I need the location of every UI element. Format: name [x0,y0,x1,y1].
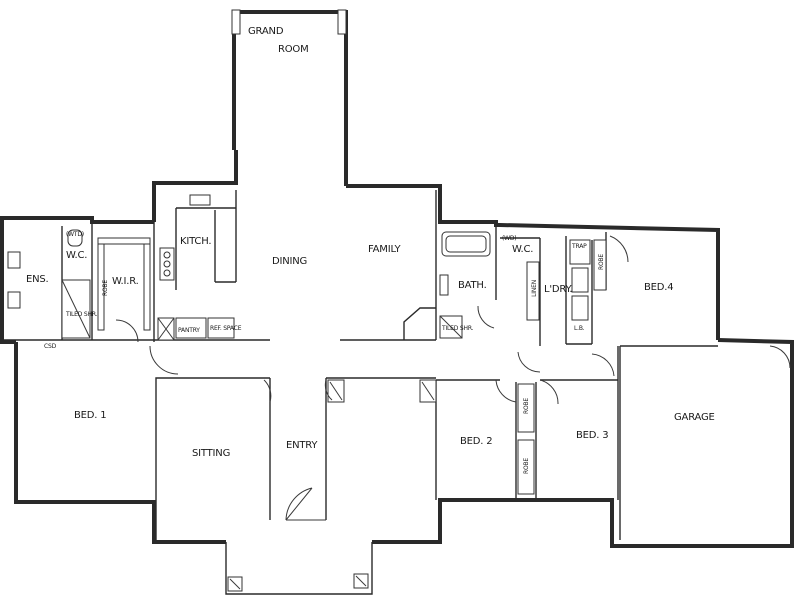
room-label-family: FAMILY [368,244,401,255]
bed1-walls [14,342,226,544]
fixture-label-trap: TRAP [572,243,587,250]
fixture-label-linen: LINEN [531,280,538,297]
fixture-label-pantry: PANTRY [178,327,200,334]
room-label-garage: GARAGE [674,412,715,423]
room-label-bath: BATH. [458,280,487,291]
room-label-bed-2: BED. 2 [460,436,493,447]
room-label-sitting: SITTING [192,448,231,459]
room-label-wc-2: W.C. [512,244,534,255]
room-label-bed-3: BED. 3 [576,430,609,441]
fixture-label-wm-2: (WD) [502,235,517,242]
fixture-label-csd: CSD [44,343,57,350]
room-label-grand-2: ROOM [278,44,309,55]
kitchen-sink [189,194,211,206]
room-label-entry: ENTRY [286,440,318,451]
room-label-wc-1: W.C. [66,250,88,261]
porch-walls [225,542,373,595]
room-label-ensuite: ENS. [26,274,49,285]
grand-room-pillar-right [337,9,347,35]
fixture-label-tiled-shr-2: TILED SHR. [442,325,474,332]
room-label-kitchen: KITCH. [180,236,212,247]
front-wall [372,338,794,548]
wc-pan [67,229,83,247]
fixture-label-ref: REF. SPACE [210,325,242,332]
kitchen-walls [152,150,238,222]
room-label-bed-1: BED. 1 [74,410,107,421]
room-label-bed-4: BED.4 [644,282,674,293]
ensuite-vanity-2 [7,291,21,309]
room-label-wir: W.I.R. [112,276,139,287]
family-walls [346,184,720,340]
ensuite-vanity-1 [7,251,21,269]
fixture-label-robe-4: ROBE [102,280,109,296]
grand-room-walls [232,10,348,186]
fixture-label-tiled-shr: TILED SHR. [66,311,98,318]
ensuite-walls [0,216,154,344]
fixture-label-lb: L.B. [574,325,585,332]
room-label-grand-1: GRAND [248,26,284,37]
entry-door [285,487,313,521]
room-label-dining: DINING [272,256,308,267]
fixture-label-robe-2: ROBE [523,398,530,414]
fixture-label-wm-1: (WTD) [66,231,84,238]
room-label-laundry: L'DRY. [544,284,573,295]
fixture-label-robe-3: ROBE [523,458,530,474]
fixture-label-robe-1: ROBE [598,254,605,270]
grand-room-pillar-left [231,9,241,35]
